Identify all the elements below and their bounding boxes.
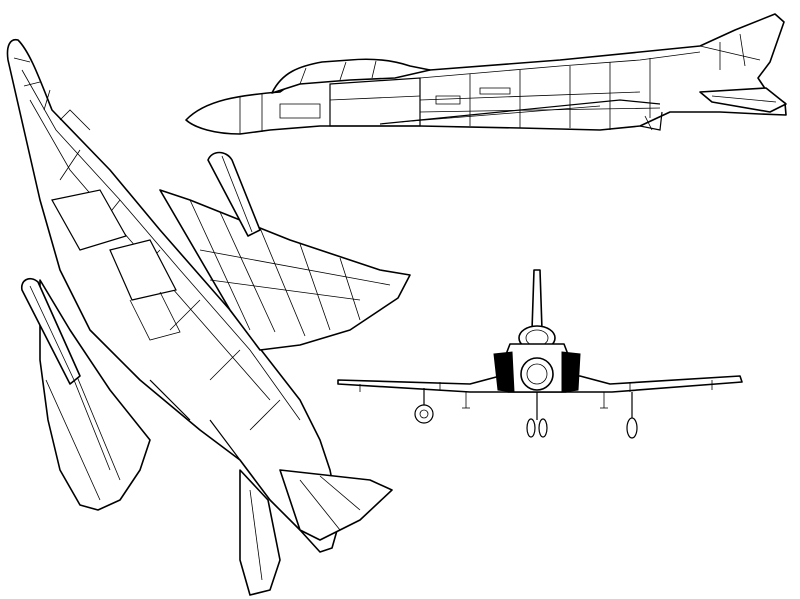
stabilator-port: [239, 469, 281, 596]
plan-view: [6, 38, 411, 596]
intake-right: [561, 351, 581, 393]
canopy-side: [271, 58, 431, 94]
drop-tank-starboard: [207, 151, 261, 237]
port-wing: [39, 279, 151, 511]
intake-left: [493, 351, 515, 393]
stabilator-starboard: [279, 469, 393, 541]
radome-front: [520, 357, 554, 391]
main-gear-right: [626, 417, 638, 439]
vertical-fin-front: [531, 269, 543, 331]
front-view: [337, 269, 743, 439]
wing-tank-left: [414, 404, 434, 424]
side-view: [185, 13, 787, 135]
stabilator-side: [699, 87, 787, 113]
